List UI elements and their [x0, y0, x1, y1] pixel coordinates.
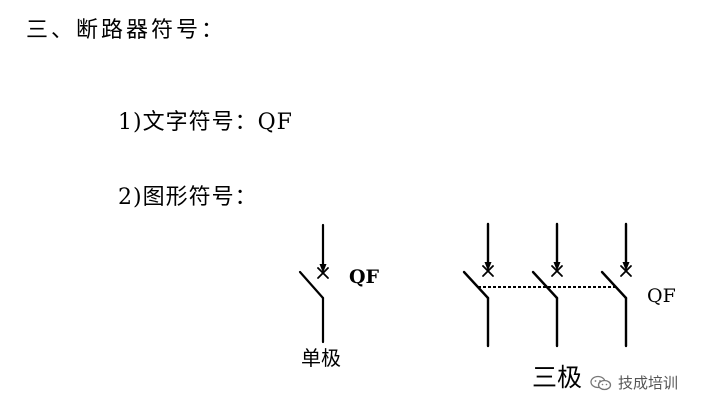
three-pole-symbol	[462, 222, 632, 348]
single-pole-label: QF	[349, 266, 380, 288]
three-pole-pole-1	[462, 222, 494, 348]
pole-2-arrow-icon	[553, 262, 561, 271]
pole-2-cross-icon	[551, 265, 563, 277]
graphic-symbol-item: 2)图形符号：	[118, 185, 258, 210]
watermark-text: 技成培训	[618, 374, 679, 392]
pole-3-cross-icon	[620, 265, 632, 277]
wechat-icon	[590, 375, 612, 390]
text-symbol-item: 1)文字符号：QF	[118, 110, 293, 135]
watermark: 技成培训	[590, 372, 678, 393]
single-pole-arrow-icon	[319, 264, 327, 273]
section-heading: 三、断路器符号：	[26, 18, 227, 43]
three-pole-label: QF	[647, 285, 676, 307]
three-pole-pole-3	[600, 222, 632, 348]
three-pole-caption: 三极	[532, 363, 582, 392]
single-pole-blade	[298, 270, 325, 300]
single-pole-cross-icon	[317, 267, 329, 279]
pole-1-cross-icon	[482, 265, 494, 277]
single-pole-symbol	[298, 223, 329, 344]
pole-3-arrow-icon	[622, 262, 630, 271]
single-pole-caption: 单极	[301, 346, 341, 370]
pole-1-arrow-icon	[484, 262, 492, 271]
three-pole-pole-2	[531, 222, 563, 348]
